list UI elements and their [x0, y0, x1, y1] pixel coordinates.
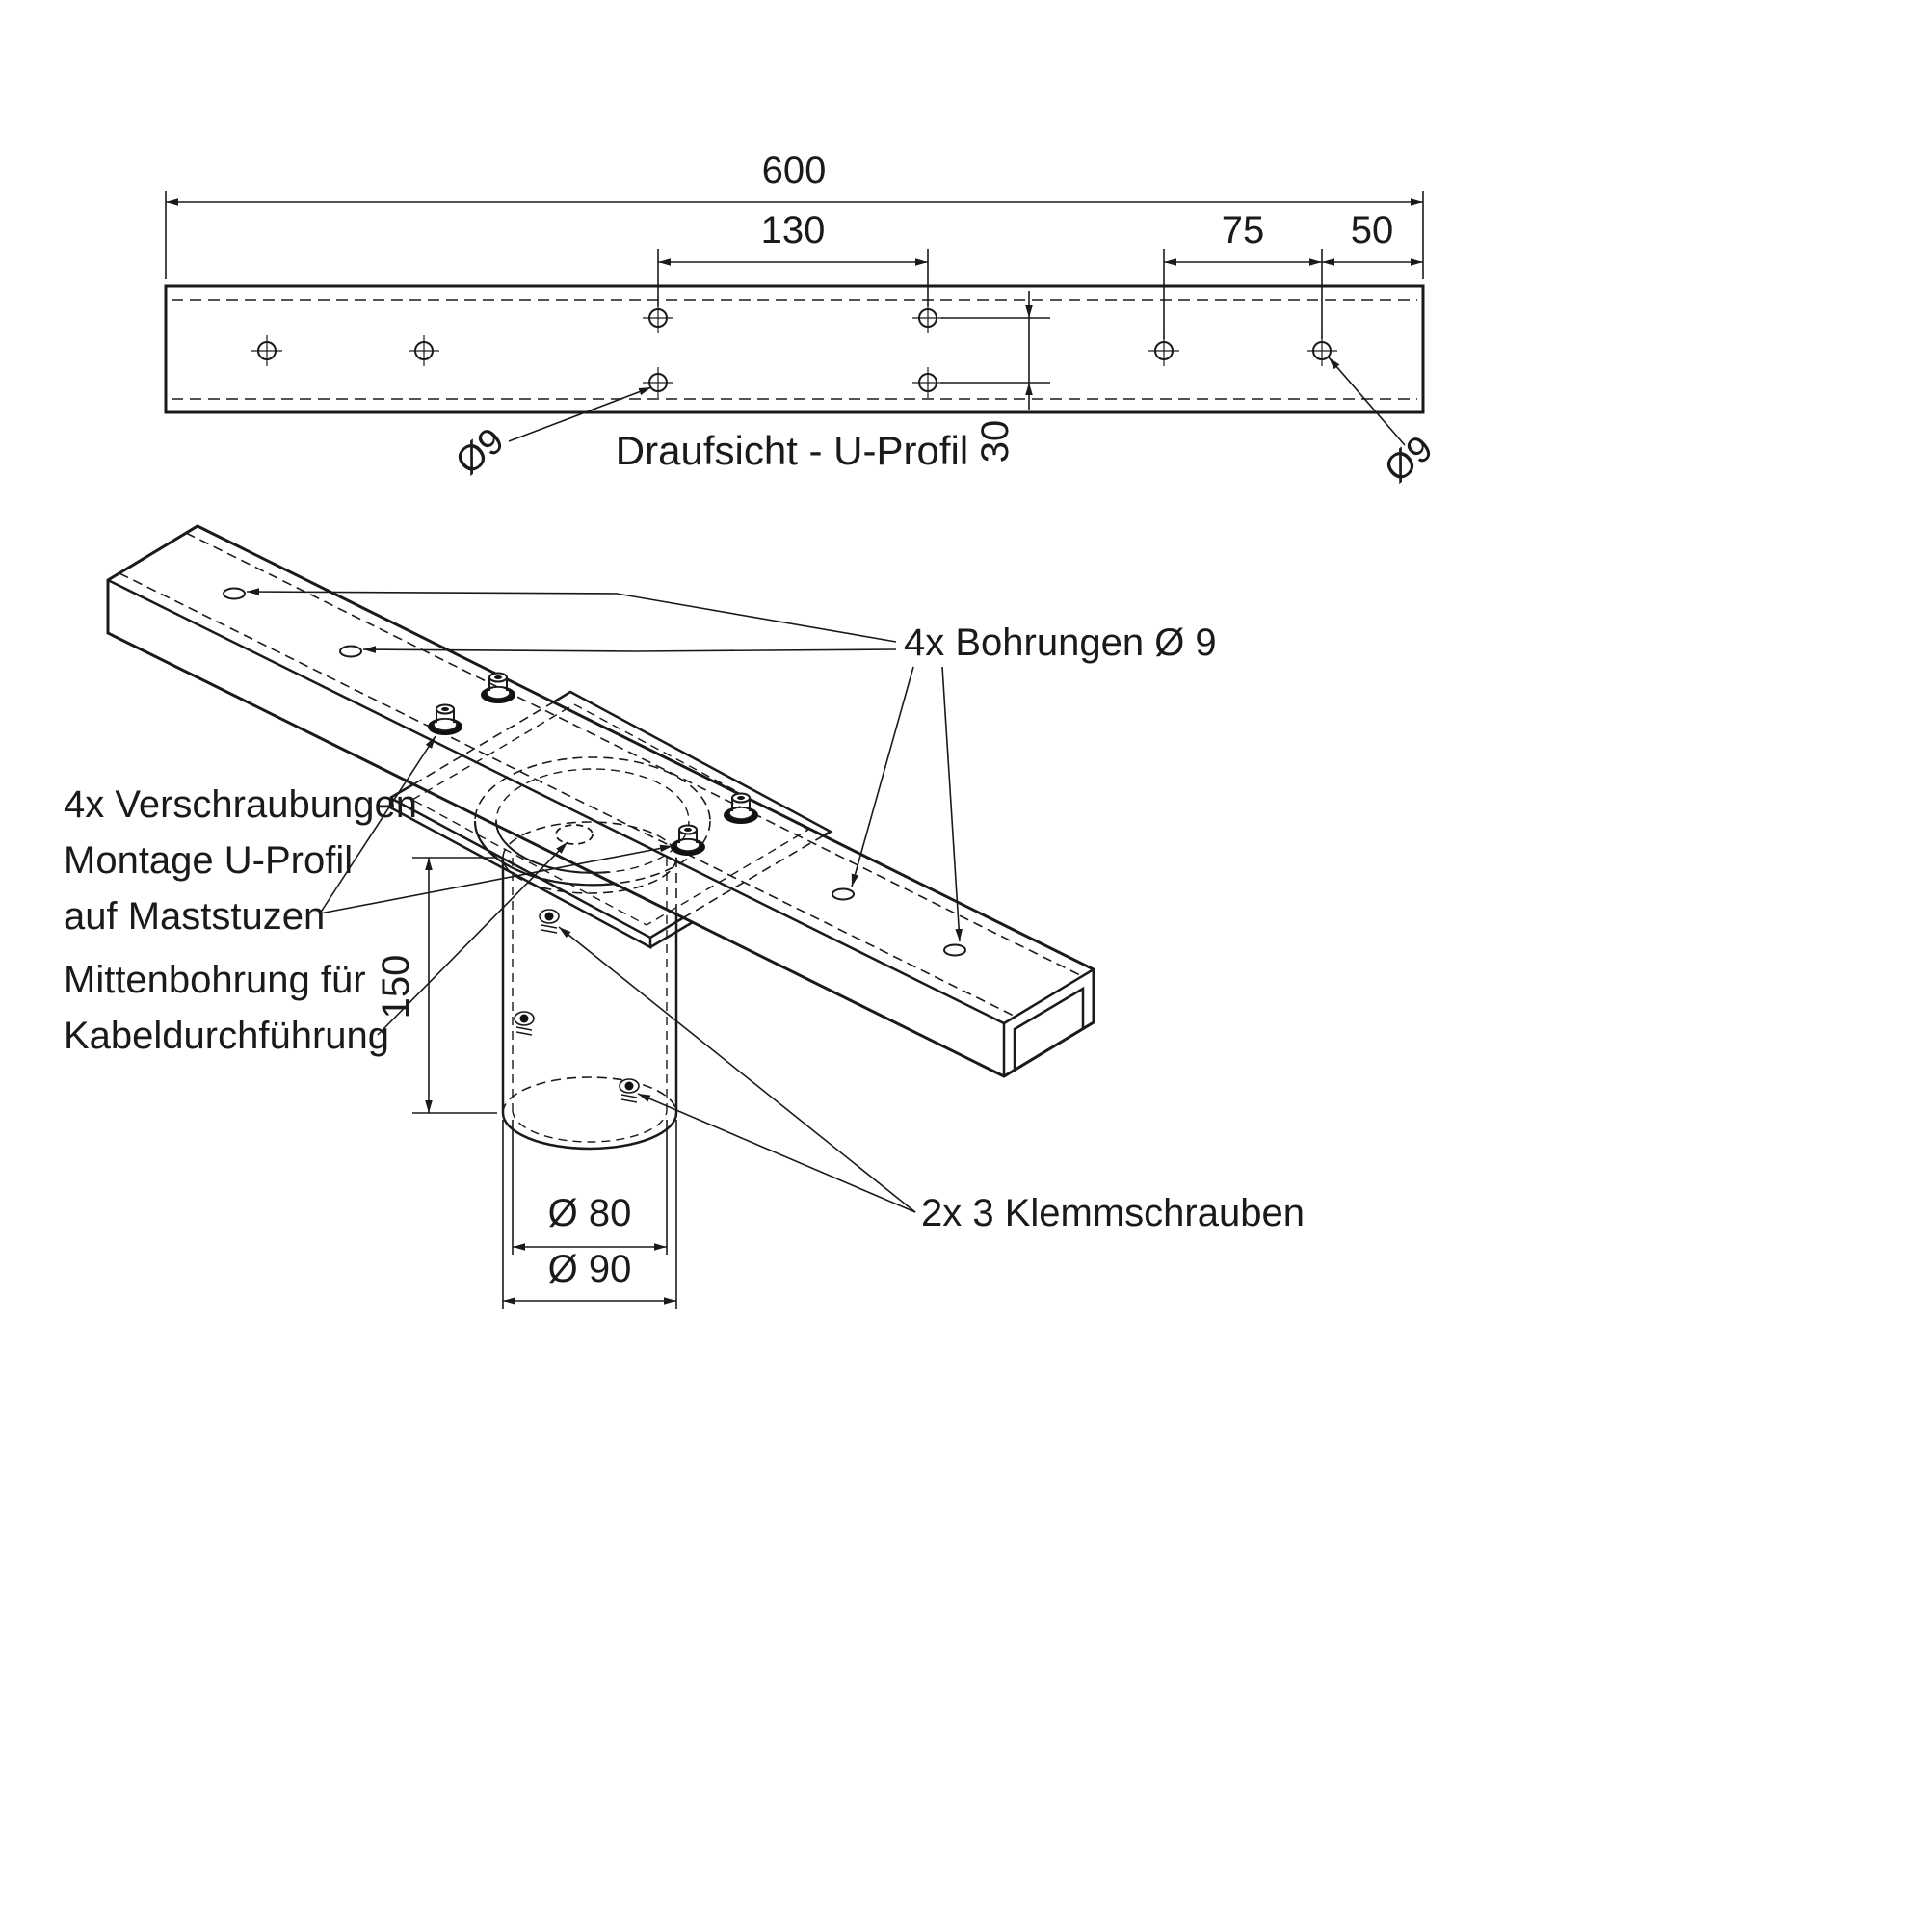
- label-verschraubungen-2: Montage U-Profil: [64, 839, 353, 882]
- hole-crosshair: [643, 367, 673, 398]
- plate-hidden-edges: [412, 701, 825, 918]
- hole-crosshair: [409, 335, 439, 366]
- bolt-stack: [481, 672, 515, 703]
- beam-hole: [223, 587, 246, 600]
- beam-hole: [339, 645, 362, 658]
- leader-verschraubungen: [319, 735, 673, 914]
- dim-90-value: Ø 90: [548, 1248, 632, 1290]
- dia9-right-value: Ø9: [1377, 428, 1440, 490]
- profile-outline: [164, 284, 1425, 414]
- label-bohrungen: 4x Bohrungen Ø 9: [904, 622, 1217, 664]
- dim-130: 130: [657, 209, 929, 306]
- dim-50: 50: [1322, 209, 1423, 266]
- cylinder-bore-hidden: [512, 858, 668, 1143]
- beam-edges: [107, 578, 1095, 1076]
- clamp-screw: [619, 1078, 640, 1103]
- dim-80: Ø 80: [512, 1120, 668, 1255]
- label-klemmschrauben: 2x 3 Klemmschrauben: [921, 1192, 1305, 1234]
- bolt-stack: [724, 792, 758, 824]
- dim-30: 30: [941, 291, 1050, 463]
- flange-front-arc-outer: [473, 820, 618, 887]
- cylinder-bottom-front: [501, 1112, 678, 1151]
- iso-view: 4x Bohrungen Ø 9 4x Verschraubungen Mont…: [64, 524, 1305, 1309]
- dim-600-value: 600: [762, 149, 827, 192]
- bolt-stack: [671, 824, 705, 856]
- dia9-left-value: Ø9: [448, 420, 512, 483]
- dim-80-value: Ø 80: [548, 1192, 632, 1234]
- dim-600: 600: [165, 149, 1424, 279]
- dim-50-value: 50: [1351, 209, 1394, 251]
- beam-hole: [943, 943, 966, 957]
- dim-75: 75: [1163, 209, 1323, 339]
- label-mittenbohrung-2: Kabeldurchführung: [64, 1015, 389, 1057]
- clamp-screw: [514, 1011, 535, 1036]
- dim-150: 150: [375, 857, 497, 1114]
- dim-130-value: 130: [761, 209, 826, 251]
- bolt-stack: [428, 703, 462, 735]
- hole-crosshair: [1148, 335, 1179, 366]
- plate-thickness: [388, 798, 694, 950]
- hole-crosshair: [1307, 335, 1337, 366]
- leader-mittenbohrung: [377, 841, 568, 1036]
- dim-30-value: 30: [974, 420, 1016, 463]
- cylinder-bottom-back-hidden: [502, 1076, 677, 1114]
- profile-hidden-edges: [172, 299, 1417, 400]
- hole-crosshair: [643, 303, 673, 333]
- dim-75-value: 75: [1222, 209, 1265, 251]
- top-view-title: Draufsicht - U-Profil: [616, 428, 968, 473]
- leader-klemmschrauben: [558, 926, 916, 1213]
- beam-hidden-lines: [119, 532, 1083, 1018]
- label-verschraubungen-3: auf Maststuzen: [64, 895, 325, 938]
- hole-crosshair: [912, 303, 943, 333]
- top-view: 600 130 75 50 30 Ø9: [164, 149, 1440, 490]
- dim-90: Ø 90: [502, 1120, 677, 1309]
- flange-front-arc-inner: [495, 820, 610, 874]
- dim-150-value: 150: [375, 955, 417, 1019]
- label-verschraubungen-1: 4x Verschraubungen: [64, 783, 417, 826]
- hole-crosshair: [912, 367, 943, 398]
- center-hole: [555, 824, 594, 845]
- clamp-screw: [539, 909, 560, 934]
- beam-hole: [832, 887, 855, 901]
- leader-bohrungen: [246, 588, 963, 942]
- beam-channel-end: [1013, 986, 1085, 1070]
- hole-crosshair: [251, 335, 282, 366]
- label-mittenbohrung-1: Mittenbohrung für: [64, 959, 366, 1001]
- beam-silhouette: [106, 524, 1095, 1078]
